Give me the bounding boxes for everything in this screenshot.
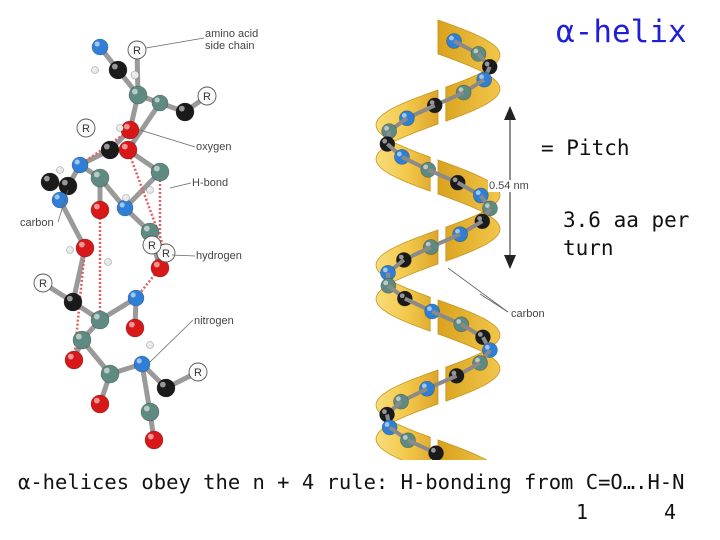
pitch-label: = Pitch	[541, 136, 630, 160]
r-group-icon: R	[127, 40, 147, 60]
hydrogen-atom	[146, 341, 154, 349]
label-carbon-right: carbon	[511, 308, 545, 320]
hydrogen-atom	[116, 124, 124, 132]
ribbon-helix-model	[375, 19, 501, 460]
oxygen-atom	[75, 238, 95, 258]
label-oxygen: oxygen	[196, 141, 232, 153]
ribbon-nitrogen-atom	[419, 380, 435, 397]
carbon-atom	[156, 378, 176, 398]
hydrogen-atom	[104, 258, 112, 266]
ribbon-carbon-atom	[397, 290, 413, 307]
alpha-carbon-atom	[128, 85, 148, 105]
oxygen-atom	[90, 394, 110, 414]
residues-per-turn: 3.6 aa per turn	[563, 208, 690, 260]
r-group-icon: R	[33, 273, 53, 293]
r-group-icon: R	[197, 86, 217, 106]
oxygen-atom	[150, 258, 170, 278]
label-carbon-left: carbon	[20, 217, 54, 229]
hydrogen-atom	[130, 70, 140, 80]
carbon-atom	[40, 172, 60, 192]
label-h-bond: H-bond	[192, 177, 229, 189]
r-group-icon: R	[76, 118, 96, 138]
label-amino-acid-side-chain: amino acid side chain	[205, 28, 258, 52]
alpha-carbon-atom	[100, 364, 120, 384]
carbon-atom	[58, 176, 78, 196]
nitrogen-atom	[127, 289, 145, 307]
ribbon-back-segment	[437, 439, 488, 460]
hydrogen-atom	[66, 246, 74, 254]
ribbon-carbon-atom	[428, 445, 444, 460]
nitrogen-atom	[71, 156, 89, 174]
r-group-icon: R	[156, 243, 176, 263]
r-group-icon: R	[188, 362, 208, 382]
alpha-carbon-atom	[90, 168, 110, 188]
label-hydrogen: hydrogen	[196, 250, 242, 262]
carbon-atom	[175, 102, 195, 122]
ribbon-alpha-carbon-atom	[420, 162, 437, 178]
rule-index-4: 4	[664, 500, 677, 524]
alpha-carbon-atom	[72, 330, 92, 350]
oxygen-atom	[120, 120, 140, 140]
nitrogen-atom	[133, 355, 151, 373]
n-plus-4-rule: α-helices obey the n + 4 rule: H-bonding…	[18, 470, 685, 494]
svg-text:R: R	[39, 278, 47, 290]
svg-text:R: R	[148, 240, 156, 252]
svg-text:R: R	[203, 91, 211, 103]
alpha-carbon-atom	[140, 402, 160, 422]
label-nitrogen: nitrogen	[194, 315, 234, 327]
hydrogen-atom	[146, 186, 154, 194]
ribbon-nitrogen-atom	[394, 149, 410, 165]
oxygen-atom	[125, 318, 145, 338]
oxygen-atom	[64, 350, 84, 370]
nitrogen-atom	[51, 191, 69, 209]
svg-text:R: R	[82, 123, 90, 135]
oxygen-atom	[144, 430, 164, 450]
svg-text:R: R	[133, 45, 141, 57]
nitrogen-atom	[116, 199, 134, 217]
alpha-carbon-atom	[150, 162, 170, 182]
r-group-icon: R	[142, 235, 162, 255]
hydrogen-atom	[122, 194, 130, 202]
carbon-atom	[63, 292, 83, 312]
distance-label: 0.54 nm	[488, 180, 530, 192]
nitrogen-atom	[91, 38, 109, 56]
alpha-carbon-atom	[90, 310, 110, 330]
carbon-atom	[108, 60, 128, 80]
rule-index-1: 1	[576, 500, 589, 524]
label-side-chain-line1: amino acid	[205, 28, 259, 40]
label-side-chain-line2: side chain	[205, 40, 255, 52]
svg-text:R: R	[194, 367, 202, 379]
carbon-leaders	[447, 267, 509, 313]
oxygen-atom	[118, 140, 138, 160]
oxygen-atom	[90, 200, 110, 220]
hydrogen-atom	[91, 66, 99, 74]
hydrogen-atom	[56, 166, 64, 174]
alpha-carbon-atom	[151, 94, 169, 112]
page-title: α-helix	[556, 14, 687, 50]
svg-text:R: R	[162, 248, 170, 260]
carbon-atom	[100, 140, 120, 160]
